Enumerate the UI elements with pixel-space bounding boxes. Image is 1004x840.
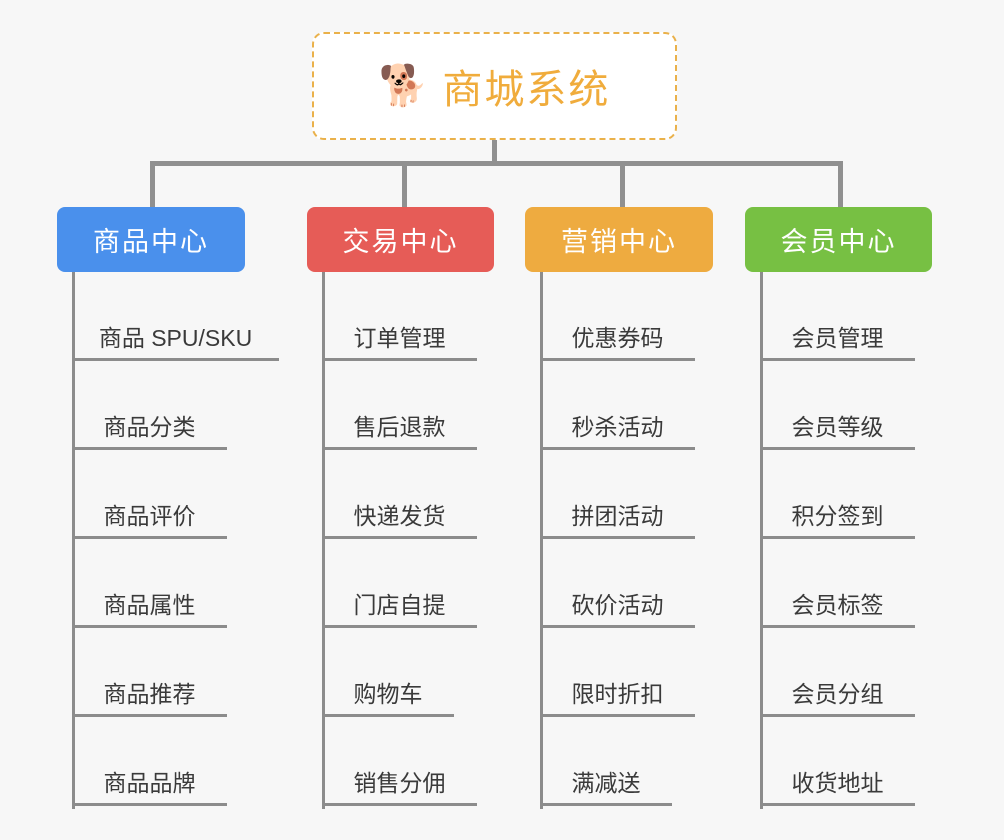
leaf-item[interactable]: 会员管理 bbox=[760, 272, 915, 361]
leaf-item[interactable]: 拼团活动 bbox=[540, 450, 695, 539]
leaf-item[interactable]: 售后退款 bbox=[322, 361, 477, 450]
branch-column-1: 商品中心 商品 SPU/SKU 商品分类 商品评价 商品属性 商品推荐 商品品牌 bbox=[57, 207, 279, 809]
branch-spine-4 bbox=[760, 272, 763, 809]
leaf-item-label: 拼团活动 bbox=[571, 502, 664, 529]
connector-drop-1 bbox=[150, 161, 155, 209]
leaf-item-label: 收货地址 bbox=[791, 769, 884, 796]
category-label: 商品中心 bbox=[93, 227, 209, 257]
root-title: 商城系统 bbox=[442, 68, 611, 112]
branch-column-3: 营销中心 优惠券码 秒杀活动 拼团活动 砍价活动 限时折扣 满减送 bbox=[525, 207, 713, 809]
leaf-item[interactable]: 订单管理 bbox=[322, 272, 477, 361]
leaf-item-label: 砍价活动 bbox=[571, 591, 664, 618]
root-node[interactable]: 🐕 商城系统 bbox=[312, 32, 677, 140]
branch-items-1: 商品 SPU/SKU 商品分类 商品评价 商品属性 商品推荐 商品品牌 bbox=[72, 272, 279, 806]
connector-trunk bbox=[492, 140, 497, 165]
leaf-item-label: 门店自提 bbox=[353, 591, 446, 618]
category-label: 会员中心 bbox=[780, 227, 897, 257]
leaf-item[interactable]: 购物车 bbox=[322, 628, 454, 717]
branch-spine-2 bbox=[322, 272, 325, 809]
leaf-item-label: 售后退款 bbox=[353, 413, 446, 440]
leaf-item[interactable]: 会员等级 bbox=[760, 361, 915, 450]
leaf-item[interactable]: 收货地址 bbox=[760, 717, 915, 806]
branch-items-2: 订单管理 售后退款 快递发货 门店自提 购物车 销售分佣 bbox=[322, 272, 477, 806]
leaf-item[interactable]: 门店自提 bbox=[322, 539, 477, 628]
branch-column-2: 交易中心 订单管理 售后退款 快递发货 门店自提 购物车 销售分佣 bbox=[307, 207, 494, 809]
branch-column-4: 会员中心 会员管理 会员等级 积分签到 会员标签 会员分组 收货地址 bbox=[745, 207, 932, 809]
leaf-item[interactable]: 会员分组 bbox=[760, 628, 915, 717]
leaf-item-label: 商品品牌 bbox=[103, 769, 196, 796]
leaf-item-label: 商品分类 bbox=[103, 413, 196, 440]
leaf-item-label: 销售分佣 bbox=[353, 769, 446, 796]
connector-drop-2 bbox=[402, 161, 407, 209]
connector-drop-3 bbox=[620, 161, 625, 209]
leaf-item-label: 积分签到 bbox=[791, 502, 884, 529]
category-label: 营销中心 bbox=[561, 227, 677, 257]
branch-items-4: 会员管理 会员等级 积分签到 会员标签 会员分组 收货地址 bbox=[760, 272, 915, 806]
connector-drop-4 bbox=[838, 161, 843, 209]
branch-items-3: 优惠券码 秒杀活动 拼团活动 砍价活动 限时折扣 满减送 bbox=[540, 272, 695, 806]
shiba-dog-face-icon: 🐕 bbox=[378, 64, 429, 108]
leaf-item-label: 订单管理 bbox=[353, 324, 446, 351]
leaf-item[interactable]: 砍价活动 bbox=[540, 539, 695, 628]
leaf-item[interactable]: 商品 SPU/SKU bbox=[72, 272, 279, 361]
leaf-item-label: 会员管理 bbox=[791, 324, 884, 351]
leaf-item-label: 会员分组 bbox=[791, 680, 884, 707]
category-card-marketing[interactable]: 营销中心 bbox=[525, 207, 713, 272]
leaf-item[interactable]: 销售分佣 bbox=[322, 717, 477, 806]
leaf-item[interactable]: 满减送 bbox=[540, 717, 672, 806]
leaf-item-label: 商品 SPU/SKU bbox=[98, 324, 253, 351]
leaf-item-label: 快递发货 bbox=[353, 502, 446, 529]
leaf-item-label: 会员等级 bbox=[791, 413, 884, 440]
leaf-item[interactable]: 会员标签 bbox=[760, 539, 915, 628]
category-card-member[interactable]: 会员中心 bbox=[745, 207, 932, 272]
category-card-trade[interactable]: 交易中心 bbox=[307, 207, 494, 272]
leaf-item[interactable]: 商品分类 bbox=[72, 361, 227, 450]
leaf-item-label: 会员标签 bbox=[791, 591, 884, 618]
leaf-item-label: 限时折扣 bbox=[571, 680, 664, 707]
branch-spine-1 bbox=[72, 272, 75, 809]
leaf-item[interactable]: 商品评价 bbox=[72, 450, 227, 539]
leaf-item[interactable]: 商品品牌 bbox=[72, 717, 227, 806]
category-label: 交易中心 bbox=[342, 227, 459, 257]
leaf-item-label: 商品评价 bbox=[103, 502, 196, 529]
leaf-item[interactable]: 商品推荐 bbox=[72, 628, 227, 717]
leaf-item-label: 商品属性 bbox=[103, 591, 196, 618]
branch-spine-3 bbox=[540, 272, 543, 809]
leaf-item[interactable]: 积分签到 bbox=[760, 450, 915, 539]
leaf-item-label: 优惠券码 bbox=[571, 324, 664, 351]
leaf-item-label: 秒杀活动 bbox=[571, 413, 664, 440]
category-card-product[interactable]: 商品中心 bbox=[57, 207, 245, 272]
connector-bus bbox=[150, 161, 842, 166]
leaf-item[interactable]: 商品属性 bbox=[72, 539, 227, 628]
leaf-item-label: 购物车 bbox=[353, 680, 423, 707]
leaf-item-label: 满减送 bbox=[571, 769, 641, 796]
leaf-item-label: 商品推荐 bbox=[103, 680, 196, 707]
leaf-item[interactable]: 秒杀活动 bbox=[540, 361, 695, 450]
leaf-item[interactable]: 限时折扣 bbox=[540, 628, 695, 717]
leaf-item[interactable]: 优惠券码 bbox=[540, 272, 695, 361]
leaf-item[interactable]: 快递发货 bbox=[322, 450, 477, 539]
